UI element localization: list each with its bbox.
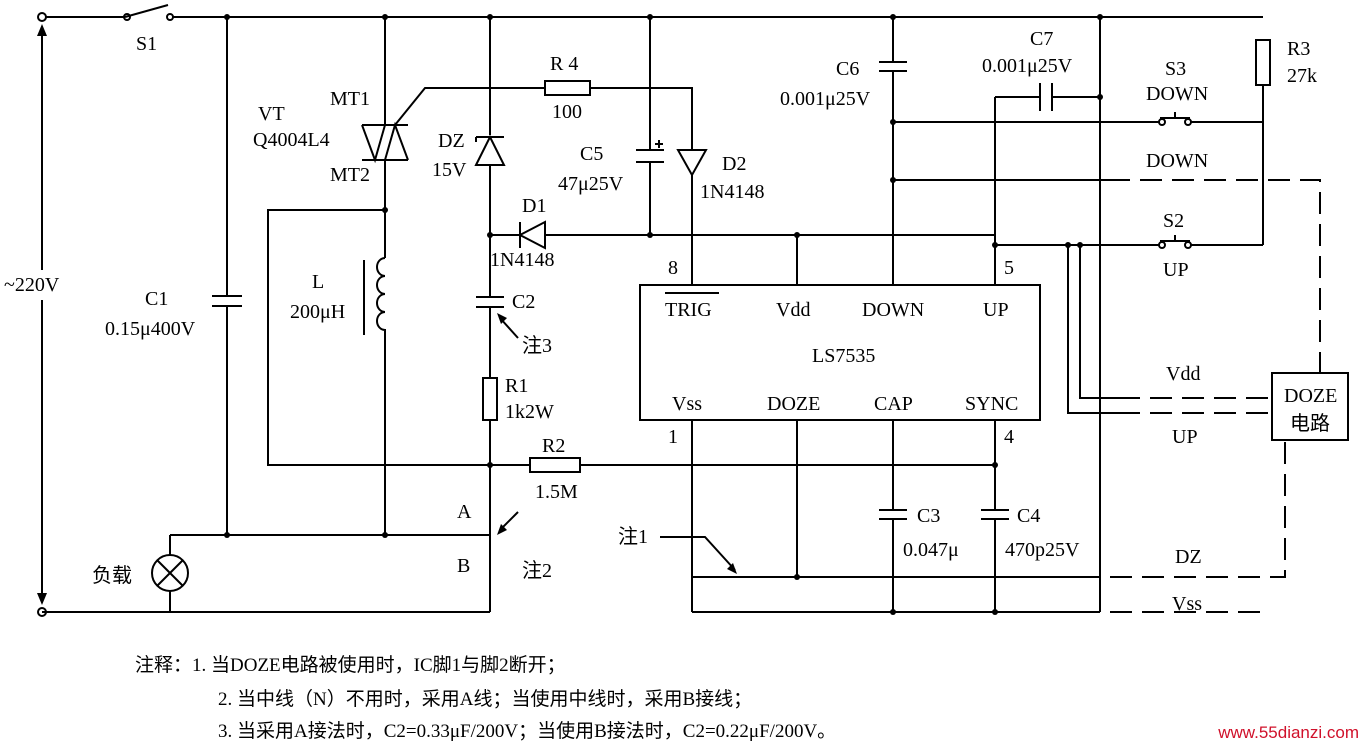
- label-vt-part: Q4004L4: [253, 129, 330, 151]
- label-c4-value: 470p25V: [1005, 539, 1080, 561]
- label-s2-up: UP: [1163, 259, 1189, 281]
- label-vdd-line: Vdd: [1166, 363, 1200, 385]
- label-c2: C2: [512, 291, 535, 313]
- label-note3-ref: 注3: [522, 334, 552, 357]
- label-dz-value: 15V: [432, 159, 467, 181]
- label-dz-line: DZ: [1175, 546, 1202, 568]
- doze-circuit-box: [1271, 372, 1349, 441]
- label-d1: D1: [522, 195, 546, 217]
- wires: [37, 4, 1349, 617]
- switch-s1: [124, 4, 169, 18]
- label-c6: C6: [836, 58, 859, 80]
- ic-pin-down: DOWN: [862, 299, 924, 321]
- doze-box-label-2: 电路: [1290, 412, 1330, 435]
- ic-pin-vdd: Vdd: [776, 299, 810, 321]
- label-r2-value: 1.5M: [535, 481, 578, 503]
- label-c5: C5: [580, 143, 603, 165]
- doze-box-label-1: DOZE: [1284, 385, 1337, 407]
- label-mt1: MT1: [330, 88, 370, 110]
- label-r3-value: 27k: [1287, 65, 1317, 87]
- label-c1: C1: [145, 288, 168, 310]
- label-c4: C4: [1017, 505, 1040, 527]
- label-r2: R2: [542, 435, 565, 457]
- note-2: 2. 当中线（N）不用时，采用A线；当使用中线时，采用B接线；: [218, 689, 753, 710]
- label-c7: C7: [1030, 28, 1053, 50]
- label-d1-part: 1N4148: [490, 249, 554, 271]
- label-mt2: MT2: [330, 164, 370, 186]
- label-pin4: 4: [1004, 426, 1014, 448]
- ic-pin-vss: Vss: [672, 393, 702, 415]
- ic-pin-cap: CAP: [874, 393, 913, 415]
- label-c6-value: 0.001μ25V: [780, 88, 871, 110]
- ic-name: LS7535: [812, 345, 875, 367]
- label-l-value: 200μH: [290, 301, 345, 323]
- label-c7-value: 0.001μ25V: [982, 55, 1073, 77]
- label-pin8: 8: [668, 257, 678, 279]
- label-r1: R1: [505, 375, 528, 397]
- label-c1-value: 0.15μ400V: [105, 318, 196, 340]
- label-s3-down: DOWN: [1146, 83, 1208, 105]
- lamp-load-icon: [151, 554, 189, 592]
- label-s1: S1: [136, 33, 157, 55]
- label-c5-value: 47μ25V: [558, 173, 624, 195]
- label-s2: S2: [1163, 210, 1184, 232]
- ic-pin-up: UP: [983, 299, 1009, 321]
- label-pin1: 1: [668, 426, 678, 448]
- label-a: A: [457, 501, 472, 523]
- label-r3: R3: [1287, 38, 1310, 60]
- ic-pin-sync: SYNC: [965, 393, 1018, 415]
- label-d2: D2: [722, 153, 746, 175]
- note-1: 注释：1. 当DOZE电路被使用时，IC脚1与脚2断开；: [135, 655, 566, 676]
- note-3: 3. 当采用A接法时，C2=0.33μF/200V；当使用B接法时，C2=0.2…: [218, 721, 837, 742]
- label-s3: S3: [1165, 58, 1186, 80]
- label-dz: DZ: [438, 130, 465, 152]
- ic-pin-trig: TRIG: [665, 299, 712, 321]
- label-load: 负载: [92, 564, 132, 587]
- label-pin5: 5: [1004, 257, 1014, 279]
- component-labels: S1 ~220V C1 0.15μ400V VT Q4004L4 MT1 MT2…: [4, 28, 1337, 615]
- label-mains: ~220V: [4, 274, 60, 296]
- ic-pin-doze: DOZE: [767, 393, 820, 415]
- label-vss-line: Vss: [1172, 593, 1202, 615]
- watermark: www.55dianzi.com: [1218, 723, 1359, 742]
- label-c3-value: 0.047μ: [903, 539, 959, 561]
- label-r4: R 4: [550, 53, 578, 75]
- ic-ls7535-body: [639, 284, 1041, 421]
- label-b: B: [457, 555, 470, 577]
- label-up-line: UP: [1172, 426, 1198, 448]
- label-l: L: [312, 271, 324, 293]
- label-note2-ref: 注2: [522, 559, 552, 582]
- label-d2-part: 1N4148: [700, 181, 764, 203]
- label-r4-value: 100: [552, 101, 582, 123]
- label-down-line: DOWN: [1146, 150, 1208, 172]
- label-r1-value: 1k2W: [505, 401, 554, 423]
- label-vt: VT: [258, 103, 285, 125]
- label-note1-ref: 注1: [618, 525, 648, 548]
- label-c3: C3: [917, 505, 940, 527]
